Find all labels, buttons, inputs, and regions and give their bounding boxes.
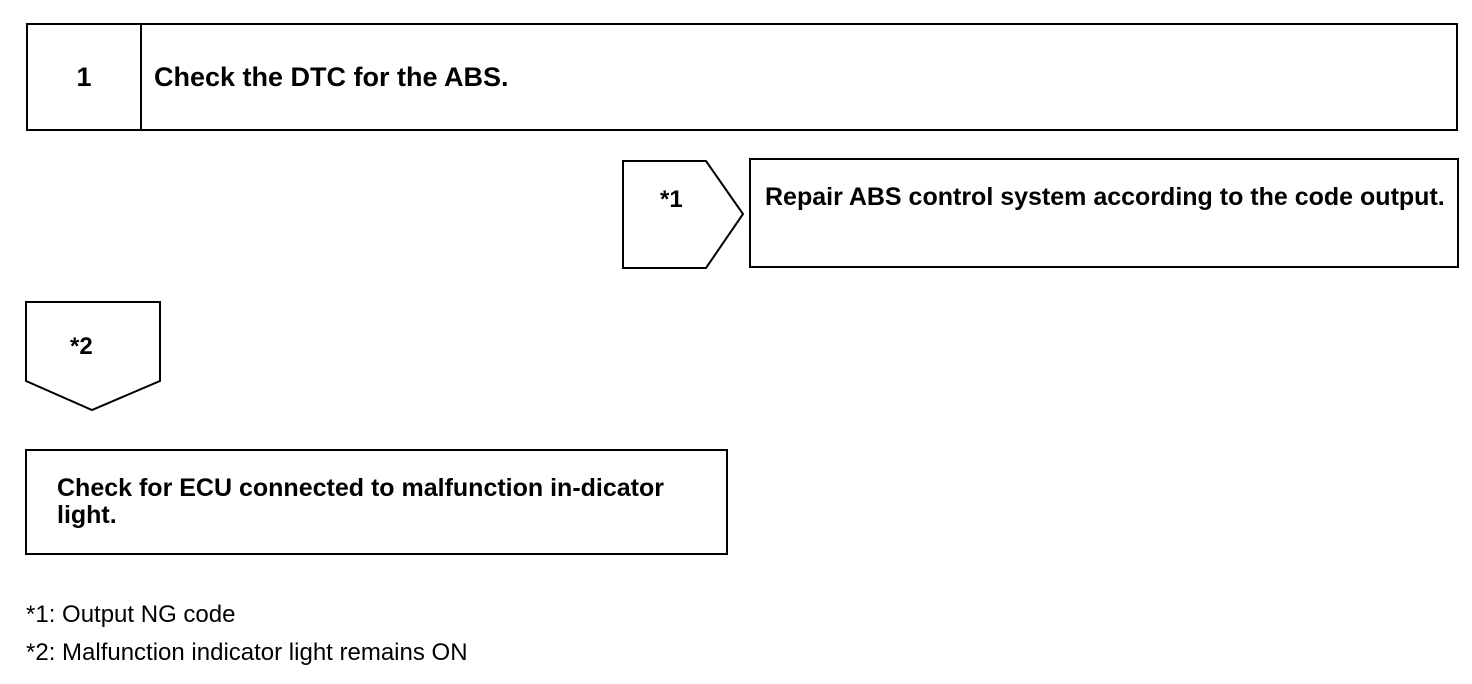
footnote: *2: Malfunction indicator light remains … <box>26 639 468 666</box>
arrow-down-icon <box>25 301 161 412</box>
arrow-right-icon <box>622 160 745 269</box>
branch-right-label: *1 <box>660 186 683 213</box>
step-box: 1 Check the DTC for the ABS. <box>26 23 1458 131</box>
footnote: *1: Output NG code <box>26 601 236 628</box>
ecu-check-text: Check for ECU connected to malfunction i… <box>57 474 664 529</box>
repair-action-text: Repair ABS control system according to t… <box>765 183 1445 211</box>
footnotes: *1: Output NG code *2: Malfunction indic… <box>26 596 468 672</box>
step-number: 1 <box>28 25 142 129</box>
repair-action-box: Repair ABS control system according to t… <box>749 158 1459 268</box>
step-title: Check the DTC for the ABS. <box>154 61 509 92</box>
branch-down-label: *2 <box>70 333 93 360</box>
ecu-check-box: Check for ECU connected to malfunction i… <box>25 449 728 555</box>
